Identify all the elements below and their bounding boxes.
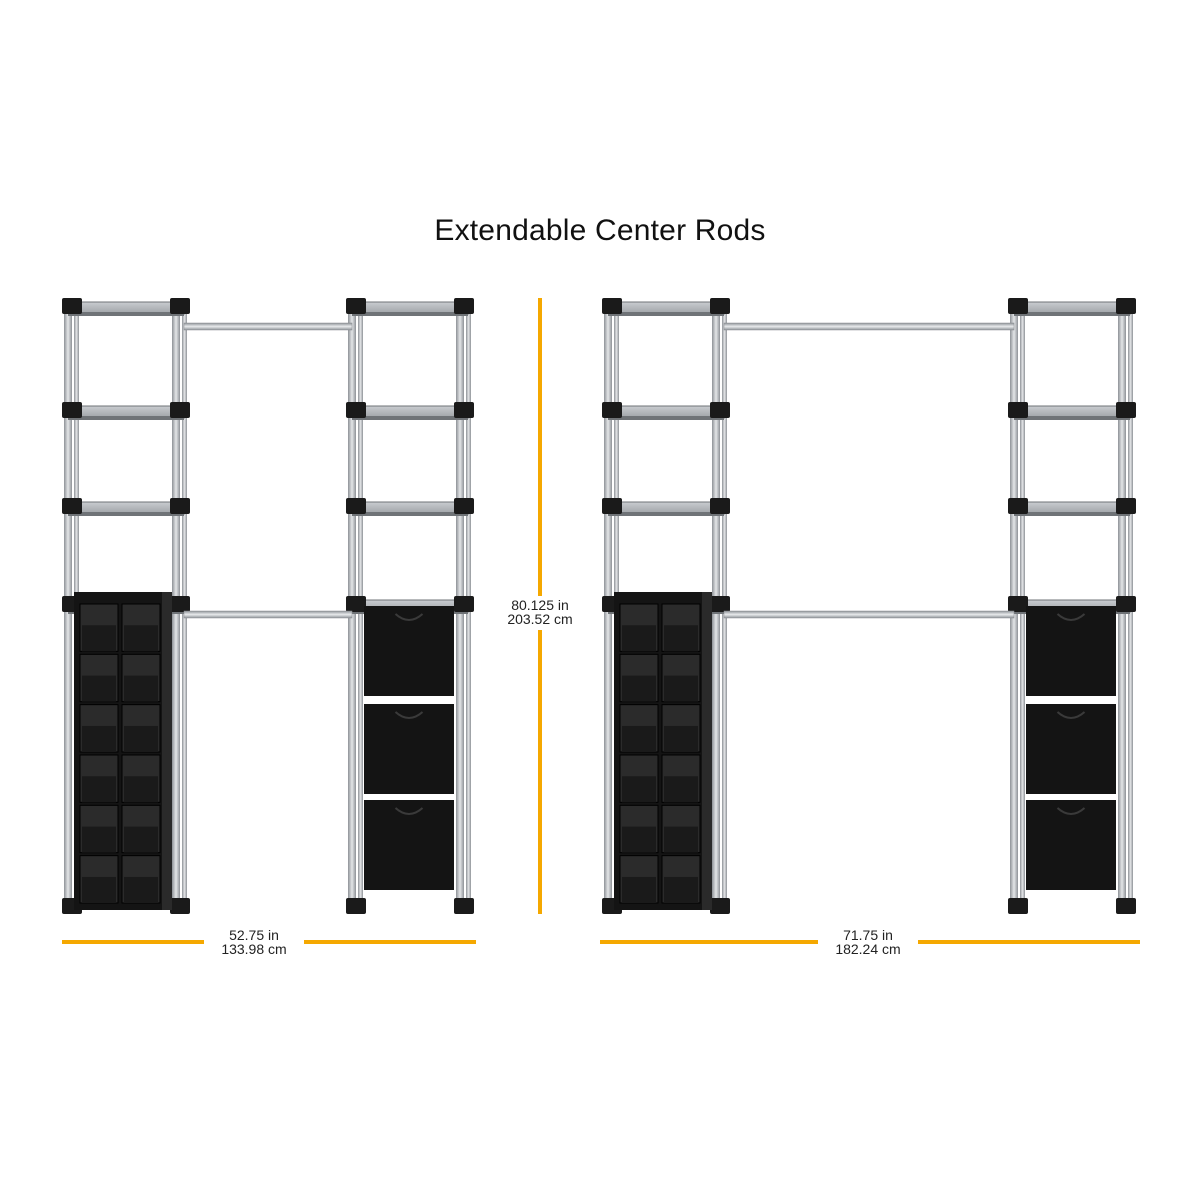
tower-connector [462, 298, 474, 314]
shoe-cubby-pocket [82, 675, 116, 702]
left-width-cm: 133.98 cm [221, 941, 287, 957]
tower-connector [354, 498, 366, 514]
tower-connector [354, 402, 366, 418]
tower-shelf-edge [352, 312, 468, 316]
tower-connector [1016, 402, 1028, 418]
tower-connector [1124, 498, 1136, 514]
center-rod [183, 322, 353, 331]
tower-shelf-edge [68, 416, 184, 420]
tower-connector [354, 298, 366, 314]
tower-connector [462, 596, 474, 612]
tower-connector [462, 402, 474, 418]
height-inches: 80.125 in [511, 597, 569, 613]
height-cm: 203.52 cm [507, 611, 573, 627]
right-width-cm: 182.24 cm [835, 941, 901, 957]
tower-foot [1016, 898, 1028, 914]
right-width-inches: 71.75 in [843, 927, 893, 943]
shoe-cubby-pocket [124, 625, 158, 652]
shoe-cubby-pocket [664, 826, 698, 853]
left-closet-organizer [62, 298, 474, 914]
tower-foot [178, 898, 190, 914]
shoe-cubby-pocket [664, 776, 698, 803]
shoe-cubby-pocket [622, 625, 656, 652]
shoe-organizer-side [702, 592, 712, 910]
tower-connector [178, 402, 190, 418]
shoe-cubby-pocket [664, 725, 698, 752]
shoe-cubby-pocket [622, 876, 656, 903]
shoe-cubby-pocket [124, 776, 158, 803]
tower-shelf-edge [68, 312, 184, 316]
center-rod [723, 610, 1015, 619]
shoe-cubby-pocket [124, 725, 158, 752]
height-label: 80.125 in 203.52 cm [490, 598, 590, 626]
shoe-cubby-pocket [124, 675, 158, 702]
tower-connector [178, 298, 190, 314]
drawer-handle [1056, 711, 1086, 719]
shoe-cubby-pocket [622, 725, 656, 752]
tower-connector [610, 298, 622, 314]
center-rod [183, 610, 353, 619]
shoe-cubby-pocket [622, 826, 656, 853]
tower-shelf-edge [1014, 312, 1130, 316]
tower-connector [610, 402, 622, 418]
drawer-handle [394, 807, 424, 815]
tower-connector [718, 596, 730, 612]
drawer-handle [394, 711, 424, 719]
tower-shelf-edge [608, 512, 724, 516]
shoe-organizer-side [162, 592, 172, 910]
tower-foot [462, 898, 474, 914]
shoe-cubby-pocket [664, 876, 698, 903]
shoe-cubby-pocket [82, 776, 116, 803]
tower-connector [1124, 402, 1136, 418]
tower-connector [718, 298, 730, 314]
tower-connector [70, 298, 82, 314]
tower-connector [178, 596, 190, 612]
drawer-handle [394, 613, 424, 621]
tower-connector [718, 402, 730, 418]
shoe-cubby-pocket [664, 625, 698, 652]
tower-shelf-edge [1014, 512, 1130, 516]
tower-shelf-edge [352, 416, 468, 420]
tower-connector [70, 402, 82, 418]
dimension-lines [62, 298, 1140, 944]
shoe-cubby-pocket [82, 625, 116, 652]
right-closet-organizer [602, 298, 1136, 914]
tower-foot [718, 898, 730, 914]
tower-connector [1016, 298, 1028, 314]
diagram-title: Extendable Center Rods [434, 214, 766, 247]
tower-shelf-edge [68, 512, 184, 516]
shoe-cubby-pocket [622, 675, 656, 702]
tower-connector [178, 498, 190, 514]
tower-shelf-edge [608, 416, 724, 420]
tower-foot [354, 898, 366, 914]
shoe-cubby-pocket [622, 776, 656, 803]
tower-connector [610, 498, 622, 514]
tower-shelf-edge [1014, 416, 1130, 420]
tower-connector [462, 498, 474, 514]
shoe-cubby-pocket [82, 725, 116, 752]
left-width-label: 52.75 in 133.98 cm [204, 928, 304, 956]
tower-connector [1016, 498, 1028, 514]
center-rod [723, 322, 1015, 331]
shoe-cubby-pocket [124, 826, 158, 853]
tower-shelf-edge [608, 312, 724, 316]
tower-shelf-edge [352, 512, 468, 516]
shoe-cubby-pocket [82, 826, 116, 853]
tower-connector [718, 498, 730, 514]
tower-connector [354, 596, 366, 612]
left-width-inches: 52.75 in [229, 927, 279, 943]
drawer-handle [1056, 613, 1086, 621]
right-width-label: 71.75 in 182.24 cm [818, 928, 918, 956]
tower-connector [1124, 298, 1136, 314]
shoe-cubby-pocket [82, 876, 116, 903]
shoe-cubby-pocket [124, 876, 158, 903]
tower-connector [70, 498, 82, 514]
tower-connector [1124, 596, 1136, 612]
shoe-cubby-pocket [664, 675, 698, 702]
tower-connector [1016, 596, 1028, 612]
drawer-handle [1056, 807, 1086, 815]
tower-foot [1124, 898, 1136, 914]
